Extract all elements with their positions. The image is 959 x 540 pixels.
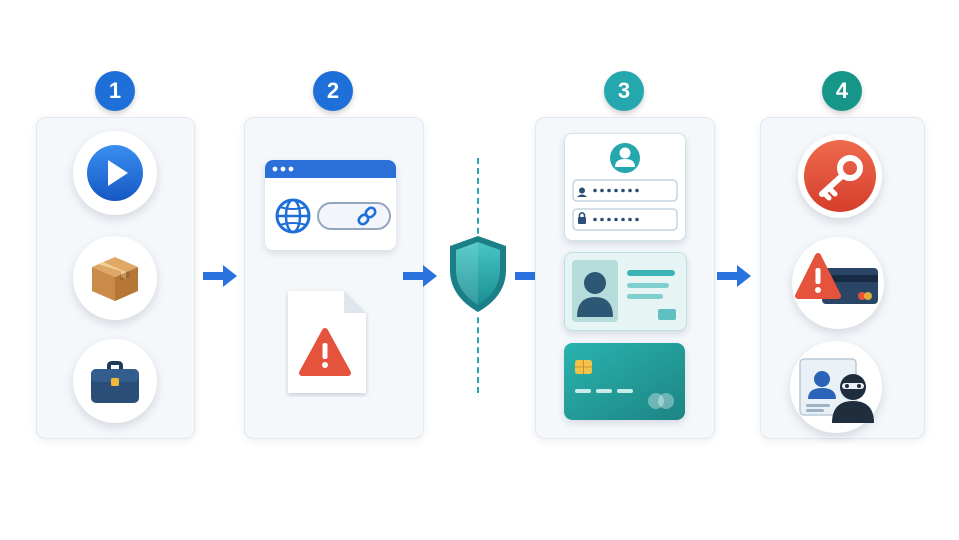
step-4-badge: 4 [822,71,862,111]
warning-document [284,289,370,397]
warning-card-icon [795,253,878,304]
credit-card-icon [564,343,685,420]
briefcase-circle [73,339,157,423]
login-form-icon [572,143,678,231]
step-1-badge: 1 [95,71,135,111]
arrow-right-icon [403,265,437,287]
arrow-right-icon [717,265,751,287]
credit-card [564,343,685,420]
browser-window [265,160,396,250]
login-form [564,133,686,241]
package-icon [92,257,138,301]
warning-card-circle [792,237,884,329]
package-circle [73,236,157,320]
identity-theft-circle [790,341,882,433]
shield-icon [450,236,506,312]
step-1-number: 1 [108,78,122,103]
warning-document-icon [288,291,366,393]
briefcase-icon [91,361,139,403]
step-3-number: 3 [617,78,631,103]
key-icon [804,140,876,212]
id-card [564,252,687,331]
play-icon [87,145,143,201]
play-circle [73,131,157,215]
identity-theft-icon [799,358,874,423]
key-circle [798,134,882,218]
step-2-number: 2 [326,78,340,103]
arrow-right-icon [203,265,237,287]
step-3-badge: 3 [604,71,644,111]
step-2-badge: 2 [313,71,353,111]
browser-link-icon [265,160,396,234]
step-4-number: 4 [835,78,849,103]
id-card-icon [572,260,676,322]
